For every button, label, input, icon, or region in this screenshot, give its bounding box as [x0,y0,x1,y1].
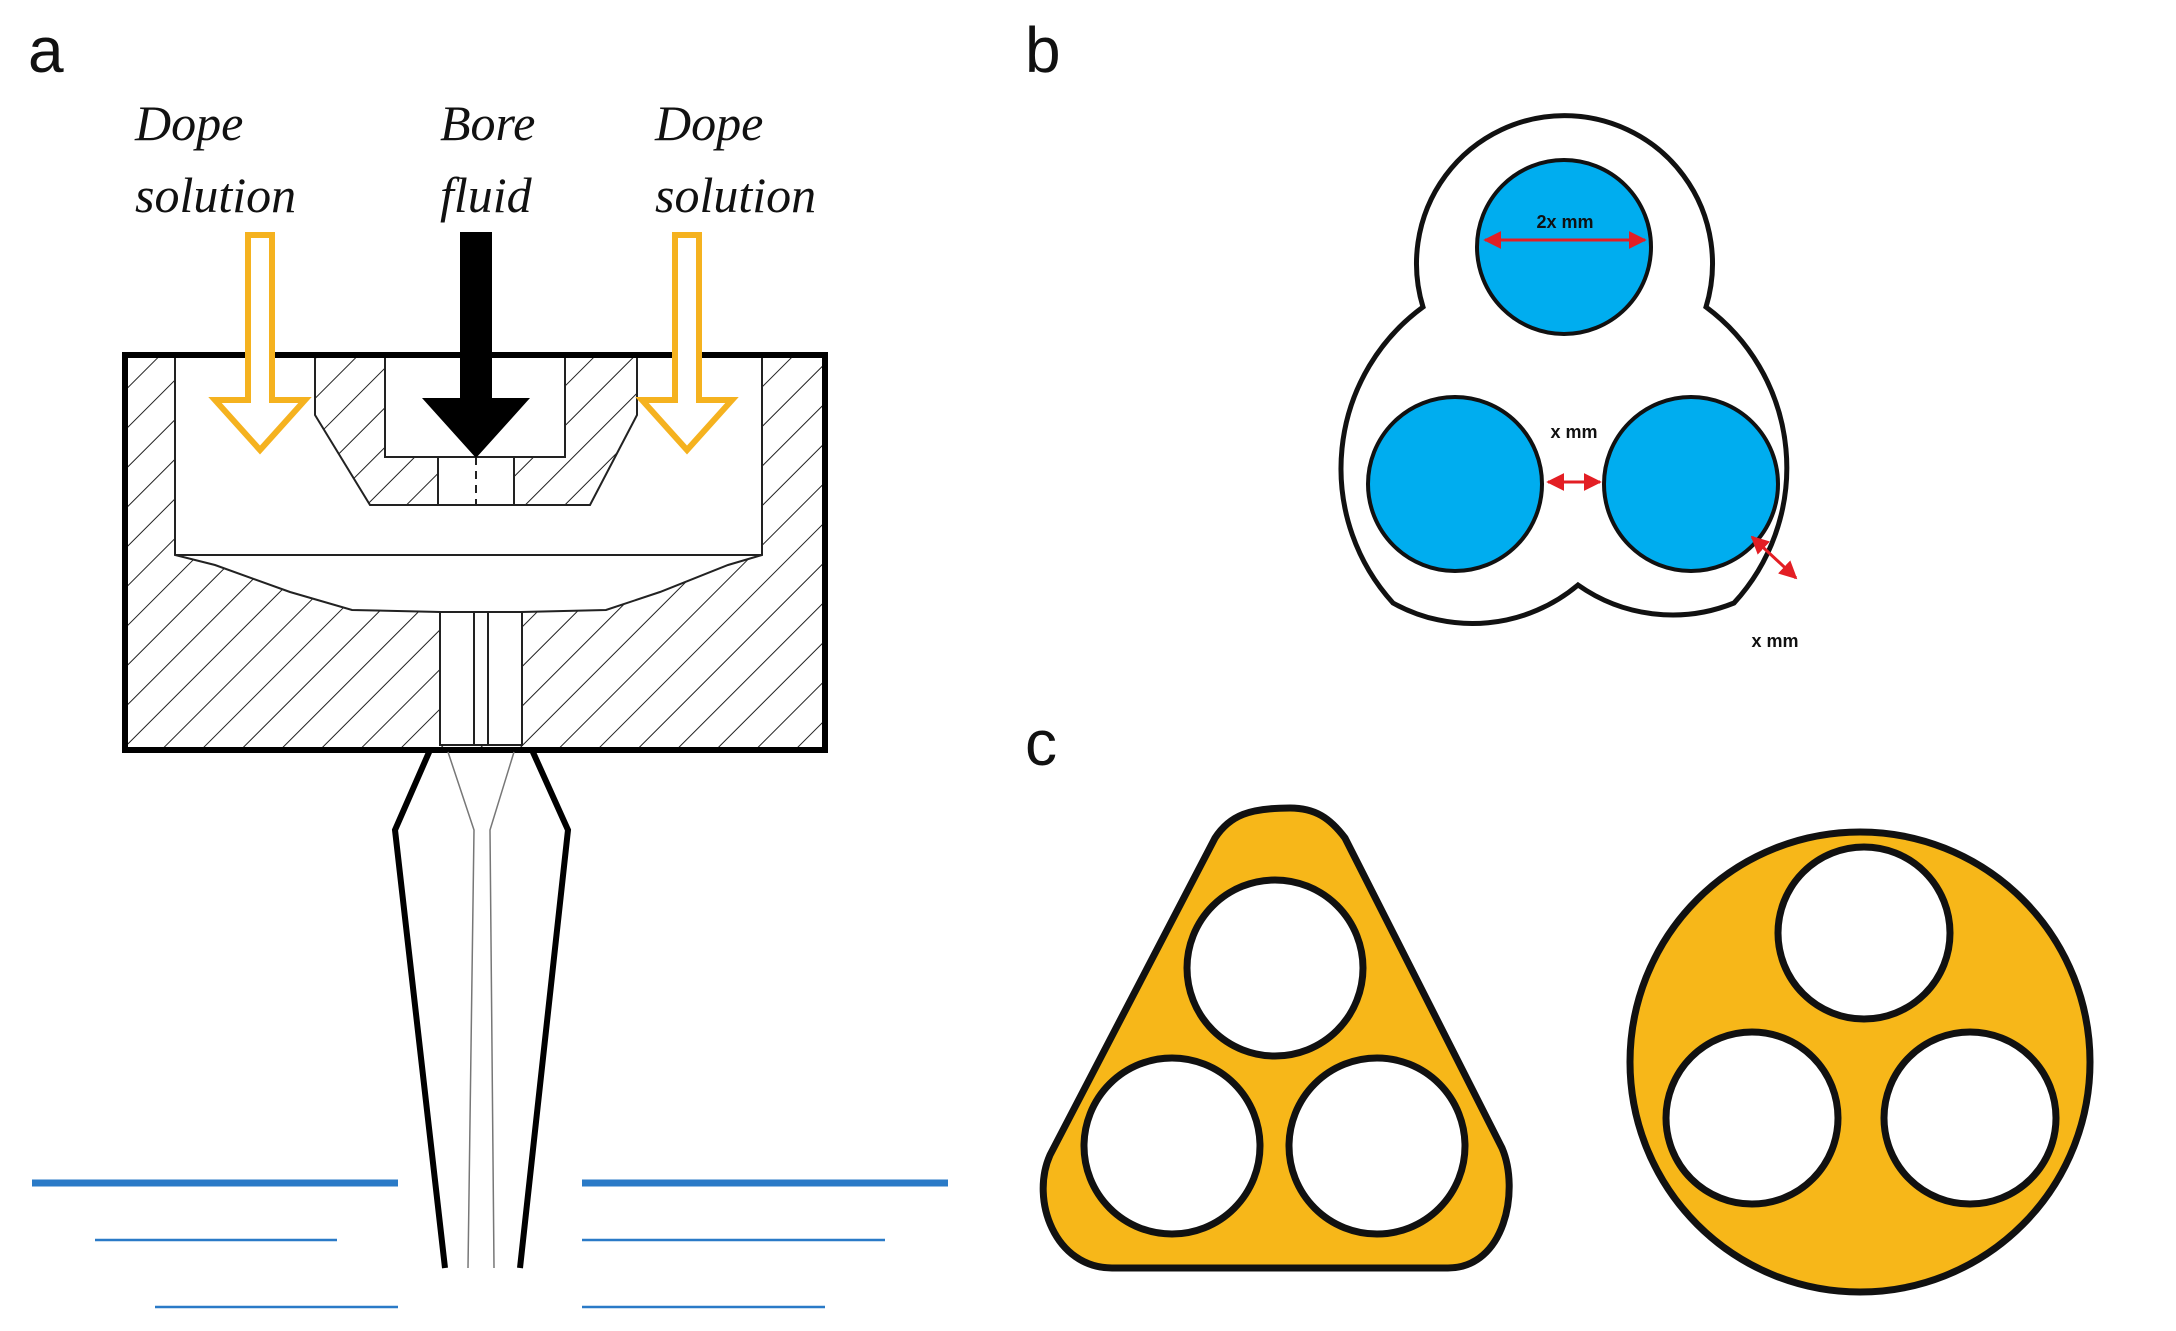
panel-letter-a: a [28,14,64,86]
nascent-fiber [391,748,572,1269]
panel-a: a Dope solution Bore fluid Dope solution [28,14,948,1309]
right-dope-label-line2: solution [655,167,816,223]
dimension-label-bottom: x mm [1751,631,1798,651]
bore-channel-top [1475,158,1653,336]
right-dope-label-line1: Dope [654,95,763,151]
bore-channel-left [1366,395,1544,573]
panel-b: b 2x mm x mm x mm [1025,14,1799,651]
left-dope-label-line2: solution [135,167,296,223]
bore-label-line2: fluid [440,167,533,223]
bore-channel-right [1602,395,1780,573]
left-dope-label-line1: Dope [134,95,243,151]
bore-label-line1: Bore [440,95,535,151]
coagulation-bath [32,1179,948,1309]
panel-c: c [1025,707,2094,1296]
dimension-arrow-bottom [1750,535,1798,580]
dimension-label-top: 2x mm [1536,212,1593,232]
dimension-label-middle: x mm [1550,422,1597,442]
right-dope-arrow-icon [635,232,739,455]
left-dope-arrow-icon [208,232,312,455]
circular-spinneret [1626,828,2094,1296]
bore-fluid-arrow-icon [422,232,530,458]
triangular-spinneret [1039,804,1513,1272]
panel-letter-c: c [1025,707,1057,779]
panel-letter-b: b [1025,14,1061,86]
